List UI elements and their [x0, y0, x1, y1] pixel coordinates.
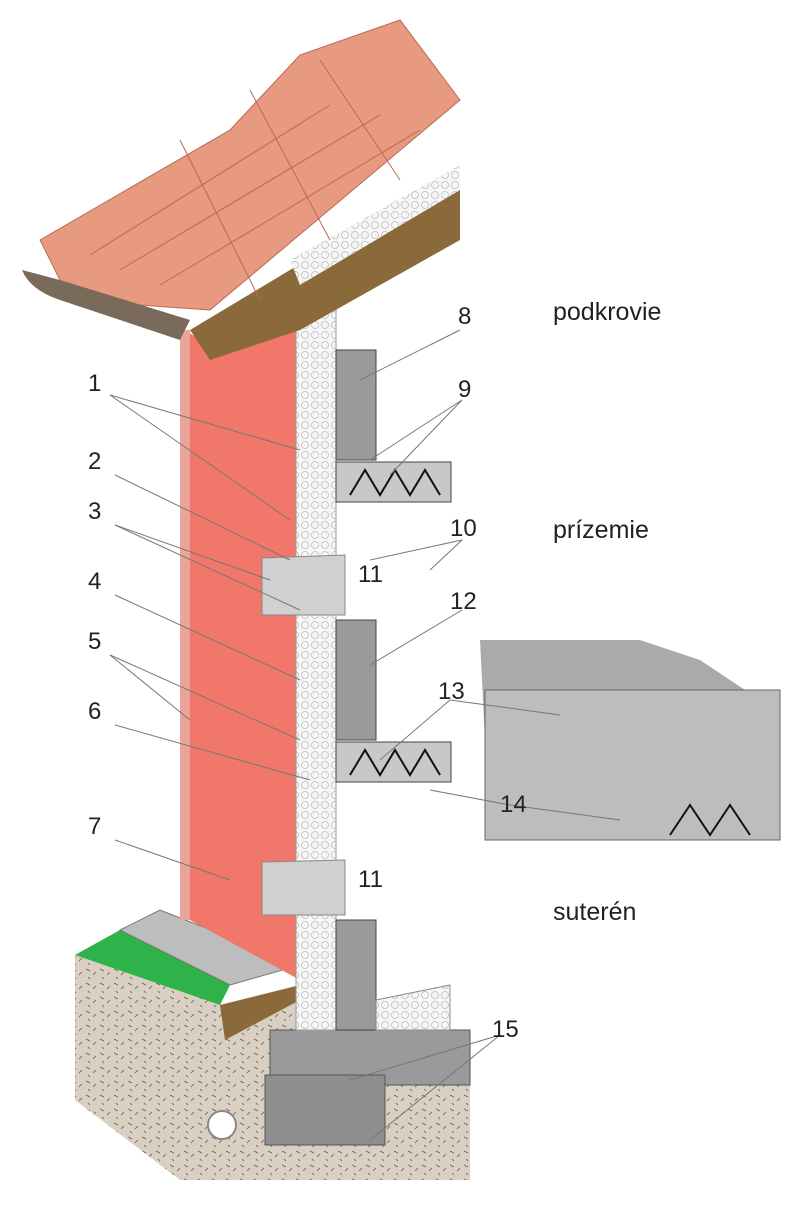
callout-5: 5 — [88, 628, 102, 655]
callout-4: 4 — [88, 568, 102, 595]
floor-basement — [375, 984, 451, 1031]
floor-label-ground: prízemie — [553, 516, 649, 544]
callout-15: 15 — [492, 1016, 519, 1043]
lintel-1 — [261, 554, 346, 616]
floor-label-attic: podkrovie — [553, 298, 662, 326]
callout-1: 1 — [88, 370, 102, 397]
tile-lines — [89, 59, 421, 301]
truss-2 — [349, 748, 441, 777]
block-attic — [335, 349, 377, 461]
callout-3: 3 — [88, 498, 102, 525]
callout-7: 7 — [88, 813, 102, 840]
insulation — [295, 289, 337, 1031]
grass — [75, 930, 230, 1005]
slab-detail-section — [484, 689, 781, 841]
callout-6: 6 — [88, 698, 102, 725]
callout-8: 8 — [458, 303, 472, 330]
slab-detail-truss — [669, 803, 751, 837]
callout-9: 9 — [458, 376, 472, 403]
callout-11b: 11 — [358, 866, 383, 893]
block-basement — [335, 919, 377, 1031]
roof-insulation — [290, 165, 460, 285]
paving-edge — [220, 985, 300, 1040]
callout-2: 2 — [88, 448, 102, 475]
foundation-footing — [264, 1074, 386, 1146]
render-edge — [180, 330, 190, 920]
block-ground — [335, 619, 377, 741]
callout-14: 14 — [500, 791, 527, 818]
callout-13: 13 — [438, 678, 465, 705]
callout-10: 10 — [450, 515, 477, 542]
leader-lines — [109, 329, 621, 1141]
callout-12: 12 — [450, 588, 477, 615]
drain-pipe — [207, 1110, 237, 1140]
floor-label-basement: suterén — [553, 898, 637, 926]
slab-1 — [335, 461, 452, 503]
gutter — [22, 270, 190, 340]
callout-11a: 11 — [358, 561, 383, 588]
render-layer — [185, 300, 300, 980]
lintel-2 — [261, 859, 346, 916]
